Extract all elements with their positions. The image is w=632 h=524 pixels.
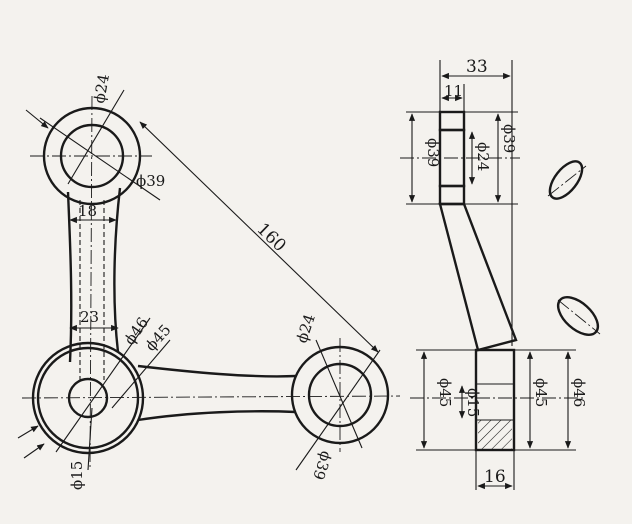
dim-center-distance: 160 (253, 219, 290, 256)
side-arm-section (438, 202, 518, 352)
dim-hub-mid: ϕ45 (532, 378, 550, 407)
main-hub-outer-leader (55, 317, 151, 453)
main-hub-ring-circle (36, 346, 140, 450)
dim-boss-bore: ϕ24 (474, 142, 492, 171)
dim-hub-right: ϕ46 (570, 378, 588, 407)
top-boss-arrow (25, 109, 49, 129)
removed-section-lower (556, 296, 601, 336)
side-hub-lower-hatch (478, 420, 512, 450)
dim-right-boss-outer: ϕ39 (309, 449, 335, 482)
dim-main-hub-bore: ϕ15 (68, 461, 86, 490)
side-view: 33 11 ϕ39 ϕ24 ϕ39 ϕ15 ϕ45 ϕ45 ϕ46 16 (400, 57, 588, 490)
side-top-boss-upper-hatch (438, 110, 466, 132)
upper-section-axis (547, 165, 587, 197)
upper-section-ellipse (548, 160, 584, 200)
dim-hub-bore: ϕ15 (464, 388, 482, 417)
upper-arm-outline-right (113, 187, 122, 353)
dim-boss-outer-right: ϕ39 (500, 124, 518, 153)
dim-boss-outer-left: ϕ39 (424, 138, 442, 167)
lower-section-axis (557, 299, 601, 335)
main-hub-bore-leader (87, 407, 93, 471)
dim-boss-thickness: 11 (444, 82, 463, 100)
dim-right-boss-bore: ϕ24 (293, 312, 319, 345)
right-boss-outer-leader (295, 349, 381, 471)
main-hub-arrow-b (23, 443, 45, 459)
main-hub-ring-leader (111, 339, 171, 409)
dim-hub-thickness: 16 (484, 467, 506, 487)
center-distance-dim (139, 121, 379, 353)
front-view: ϕ24 ϕ39 18 160 23 ϕ46 ϕ45 ϕ15 ϕ24 ϕ39 (17, 73, 401, 490)
removed-section-upper (547, 160, 587, 200)
dim-overall-depth: 33 (466, 57, 488, 77)
lower-section-ellipse (556, 296, 600, 336)
top-boss-bore-leader (67, 89, 125, 185)
dim-top-boss-bore: ϕ24 (90, 73, 113, 105)
dim-hub-left: ϕ45 (436, 378, 454, 407)
right-boss-bore-leader (315, 339, 363, 449)
arm-v-centerline (89, 95, 93, 471)
dim-top-boss-outer: ϕ39 (136, 172, 165, 190)
dim-lower-arm-width: 23 (80, 308, 99, 326)
lower-arm-bottom-edge (137, 410, 297, 422)
main-hub-arrow-a (17, 425, 39, 439)
dim-upper-arm-width: 18 (78, 202, 97, 220)
upper-arm-outline (66, 191, 73, 363)
lower-arm-top-edge (137, 364, 297, 378)
hub-h-centerline (21, 395, 401, 399)
side-top-boss-lower-hatch (438, 184, 466, 206)
